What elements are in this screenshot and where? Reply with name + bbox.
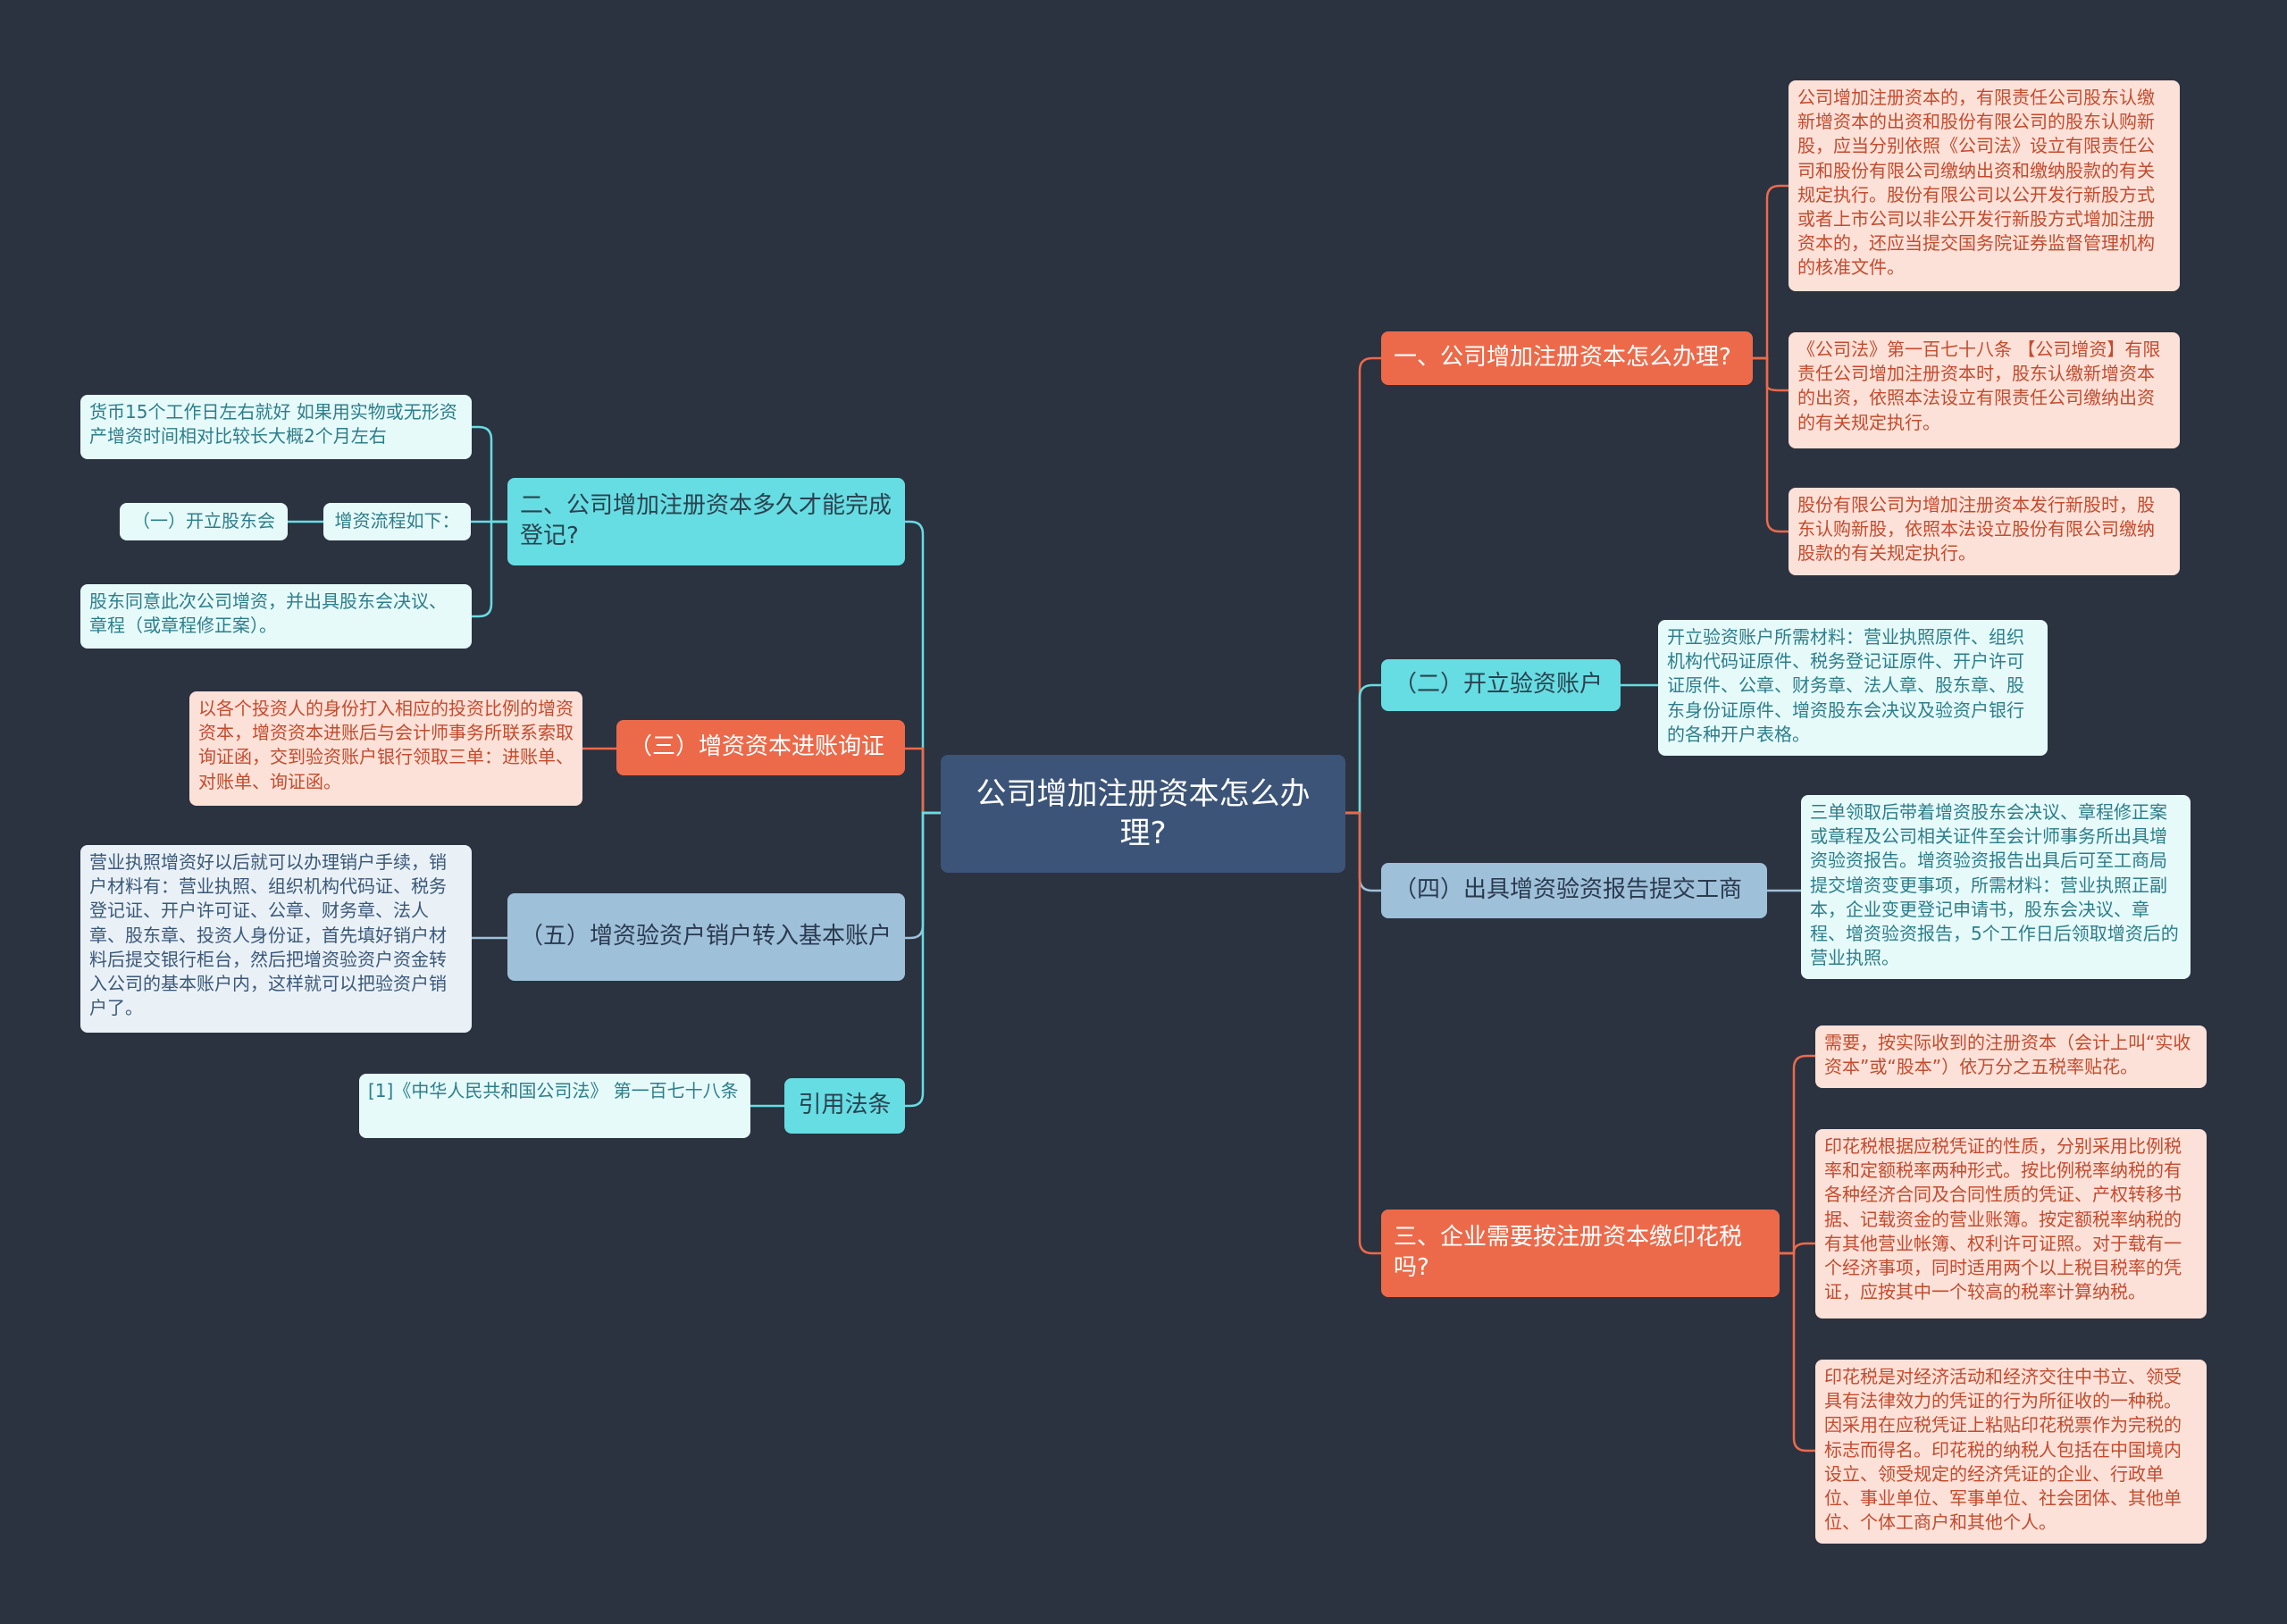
link-r1-d3 bbox=[1753, 356, 1789, 533]
root-topic[interactable]: 公司增加注册资本怎么办理? bbox=[941, 755, 1345, 873]
branch-r2[interactable]: （二）开立验资账户 bbox=[1381, 659, 1621, 711]
link-root-l1 bbox=[905, 520, 941, 815]
link-root-r1 bbox=[1345, 356, 1381, 815]
detail-r4-2: 印花税根据应税凭证的性质，分别采用比例税率和定额税率两种形式。按比例税率纳税的有… bbox=[1815, 1129, 2207, 1318]
link-r4-d2 bbox=[1780, 1242, 1815, 1255]
detail-l4-1: [1]《中华人民共和国公司法》 第一百七十八条 bbox=[359, 1074, 750, 1138]
branch-r3[interactable]: （四）出具增资验资报告提交工商 bbox=[1381, 863, 1767, 918]
link-root-l2 bbox=[905, 747, 941, 815]
detail-l3-1: 营业执照增资好以后就可以办理销户手续，销户材料有：营业执照、组织机构代码证、税务… bbox=[80, 845, 472, 1033]
link-l1-d1 bbox=[472, 425, 507, 523]
branch-r1[interactable]: 一、公司增加注册资本怎么办理? bbox=[1381, 331, 1753, 385]
link-r4-d3 bbox=[1780, 1251, 1815, 1452]
link-root-l4 bbox=[905, 811, 941, 1108]
link-r1-d1 bbox=[1753, 184, 1789, 360]
detail-r2-1: 开立验资账户所需材料：营业执照原件、组织机构代码证原件、税务登记证原件、开户许可… bbox=[1658, 620, 2048, 756]
detail-l1-2: 增资流程如下： bbox=[323, 503, 471, 540]
branch-l1[interactable]: 二、公司增加注册资本多久才能完成登记? bbox=[507, 478, 905, 565]
branch-r4[interactable]: 三、企业需要按注册资本缴印花税吗? bbox=[1381, 1210, 1780, 1297]
link-root-r3 bbox=[1345, 811, 1381, 892]
detail-l1-1: 货币15个工作日左右就好 如果用实物或无形资产增资时间相对比较长大概2个月左右 bbox=[80, 395, 472, 459]
link-root-r2 bbox=[1345, 683, 1381, 815]
detail-l2-1: 以各个投资人的身份打入相应的投资比例的增资资本，增资资本进账后与会计师事务所联系… bbox=[189, 691, 582, 806]
detail-r1-1: 公司增加注册资本的，有限责任公司股东认缴新增资本的出资和股份有限公司的股东认购新… bbox=[1789, 80, 2180, 291]
link-root-r4 bbox=[1345, 811, 1381, 1255]
link-l1-d3 bbox=[472, 520, 507, 618]
link-r4-d1 bbox=[1780, 1054, 1815, 1255]
detail-r1-2: 《公司法》第一百七十八条 【公司增资】有限责任公司增加注册资本时，股东认缴新增资… bbox=[1789, 332, 2180, 448]
branch-l4[interactable]: 引用法条 bbox=[784, 1078, 905, 1134]
branch-l3[interactable]: （五）增资验资户销户转入基本账户 bbox=[507, 893, 905, 981]
detail-r1-3: 股份有限公司为增加注册资本发行新股时，股东认购新股，依照本法设立股份有限公司缴纳… bbox=[1789, 488, 2180, 575]
detail-r4-1: 需要，按实际收到的注册资本（会计上叫“实收资本”或“股本”）依万分之五税率贴花。 bbox=[1815, 1025, 2207, 1088]
detail-l1-3: 股东同意此次公司增资，并出具股东会决议、章程（或章程修正案）。 bbox=[80, 584, 472, 649]
detail-r3-1: 三单领取后带着增资股东会决议、章程修正案或章程及公司相关证件至会计师事务所出具增… bbox=[1801, 795, 2191, 979]
detail-r4-3: 印花税是对经济活动和经济交往中书立、领受具有法律效力的凭证的行为所征收的一种税。… bbox=[1815, 1360, 2207, 1544]
detail-l1-sub: （一）开立股东会 bbox=[120, 503, 288, 540]
link-r1-d2 bbox=[1753, 356, 1789, 392]
branch-l2[interactable]: （三）增资资本进账询证 bbox=[616, 720, 905, 775]
